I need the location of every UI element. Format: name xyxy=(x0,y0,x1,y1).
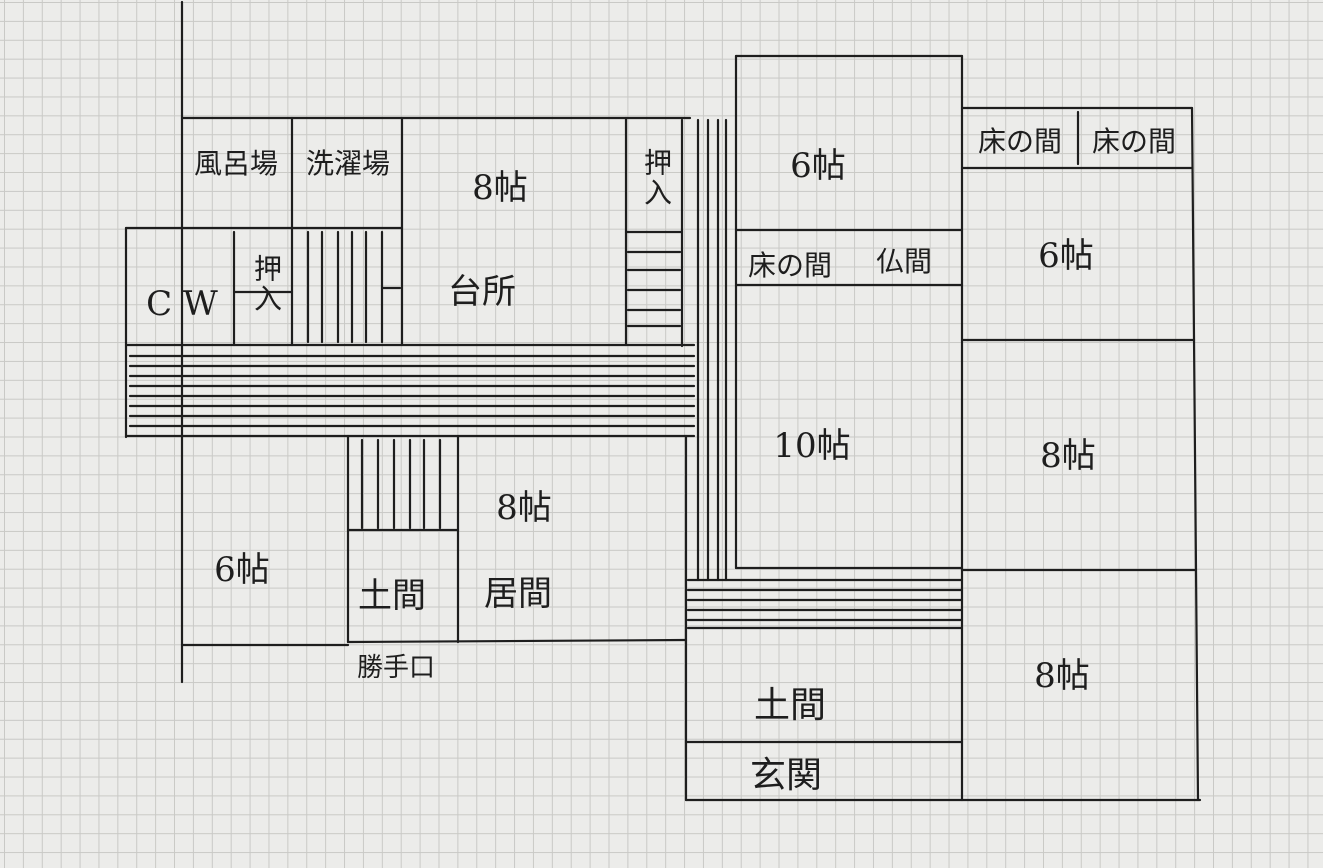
room-label-butsuma: 仏間 xyxy=(875,245,933,278)
room-label-cw: C W xyxy=(146,284,218,324)
room-label-bath: 風呂場 xyxy=(193,147,279,180)
room-label-living: 居間 xyxy=(484,574,552,614)
room-label-living-size: 8帖 xyxy=(496,488,552,528)
room-label-closet-right: 押入 xyxy=(640,148,673,208)
room-label-8jo-bottom-right: 8帖 xyxy=(1034,656,1090,696)
room-label-tokonoma-left: 床の間 xyxy=(747,249,833,282)
room-label-closet-left: 押入 xyxy=(250,254,283,314)
room-label-6jo-top: 6帖 xyxy=(790,146,846,186)
wall xyxy=(1190,106,1200,802)
room-label-kitchen-size: 8帖 xyxy=(472,168,528,208)
room-label-6jo-left: 6帖 xyxy=(214,550,270,590)
room-label-10jo: 10帖 xyxy=(773,426,851,466)
room-label-doma-large: 土間 xyxy=(753,685,827,726)
room-label-kitchen: 台所 xyxy=(448,272,516,312)
room-label-tokonoma-right-2: 床の間 xyxy=(1091,125,1177,158)
room-label-tokonoma-right-1: 床の間 xyxy=(977,125,1063,158)
wall xyxy=(346,638,688,644)
room-label-washroom: 洗濯場 xyxy=(305,147,391,180)
room-label-6jo-right: 6帖 xyxy=(1038,236,1094,276)
room-label-8jo-right: 8帖 xyxy=(1040,436,1096,476)
room-label-katteguchi: 勝手口 xyxy=(356,653,436,683)
room-label-genkan: 玄関 xyxy=(749,755,823,796)
room-label-doma-small: 土間 xyxy=(358,576,426,616)
